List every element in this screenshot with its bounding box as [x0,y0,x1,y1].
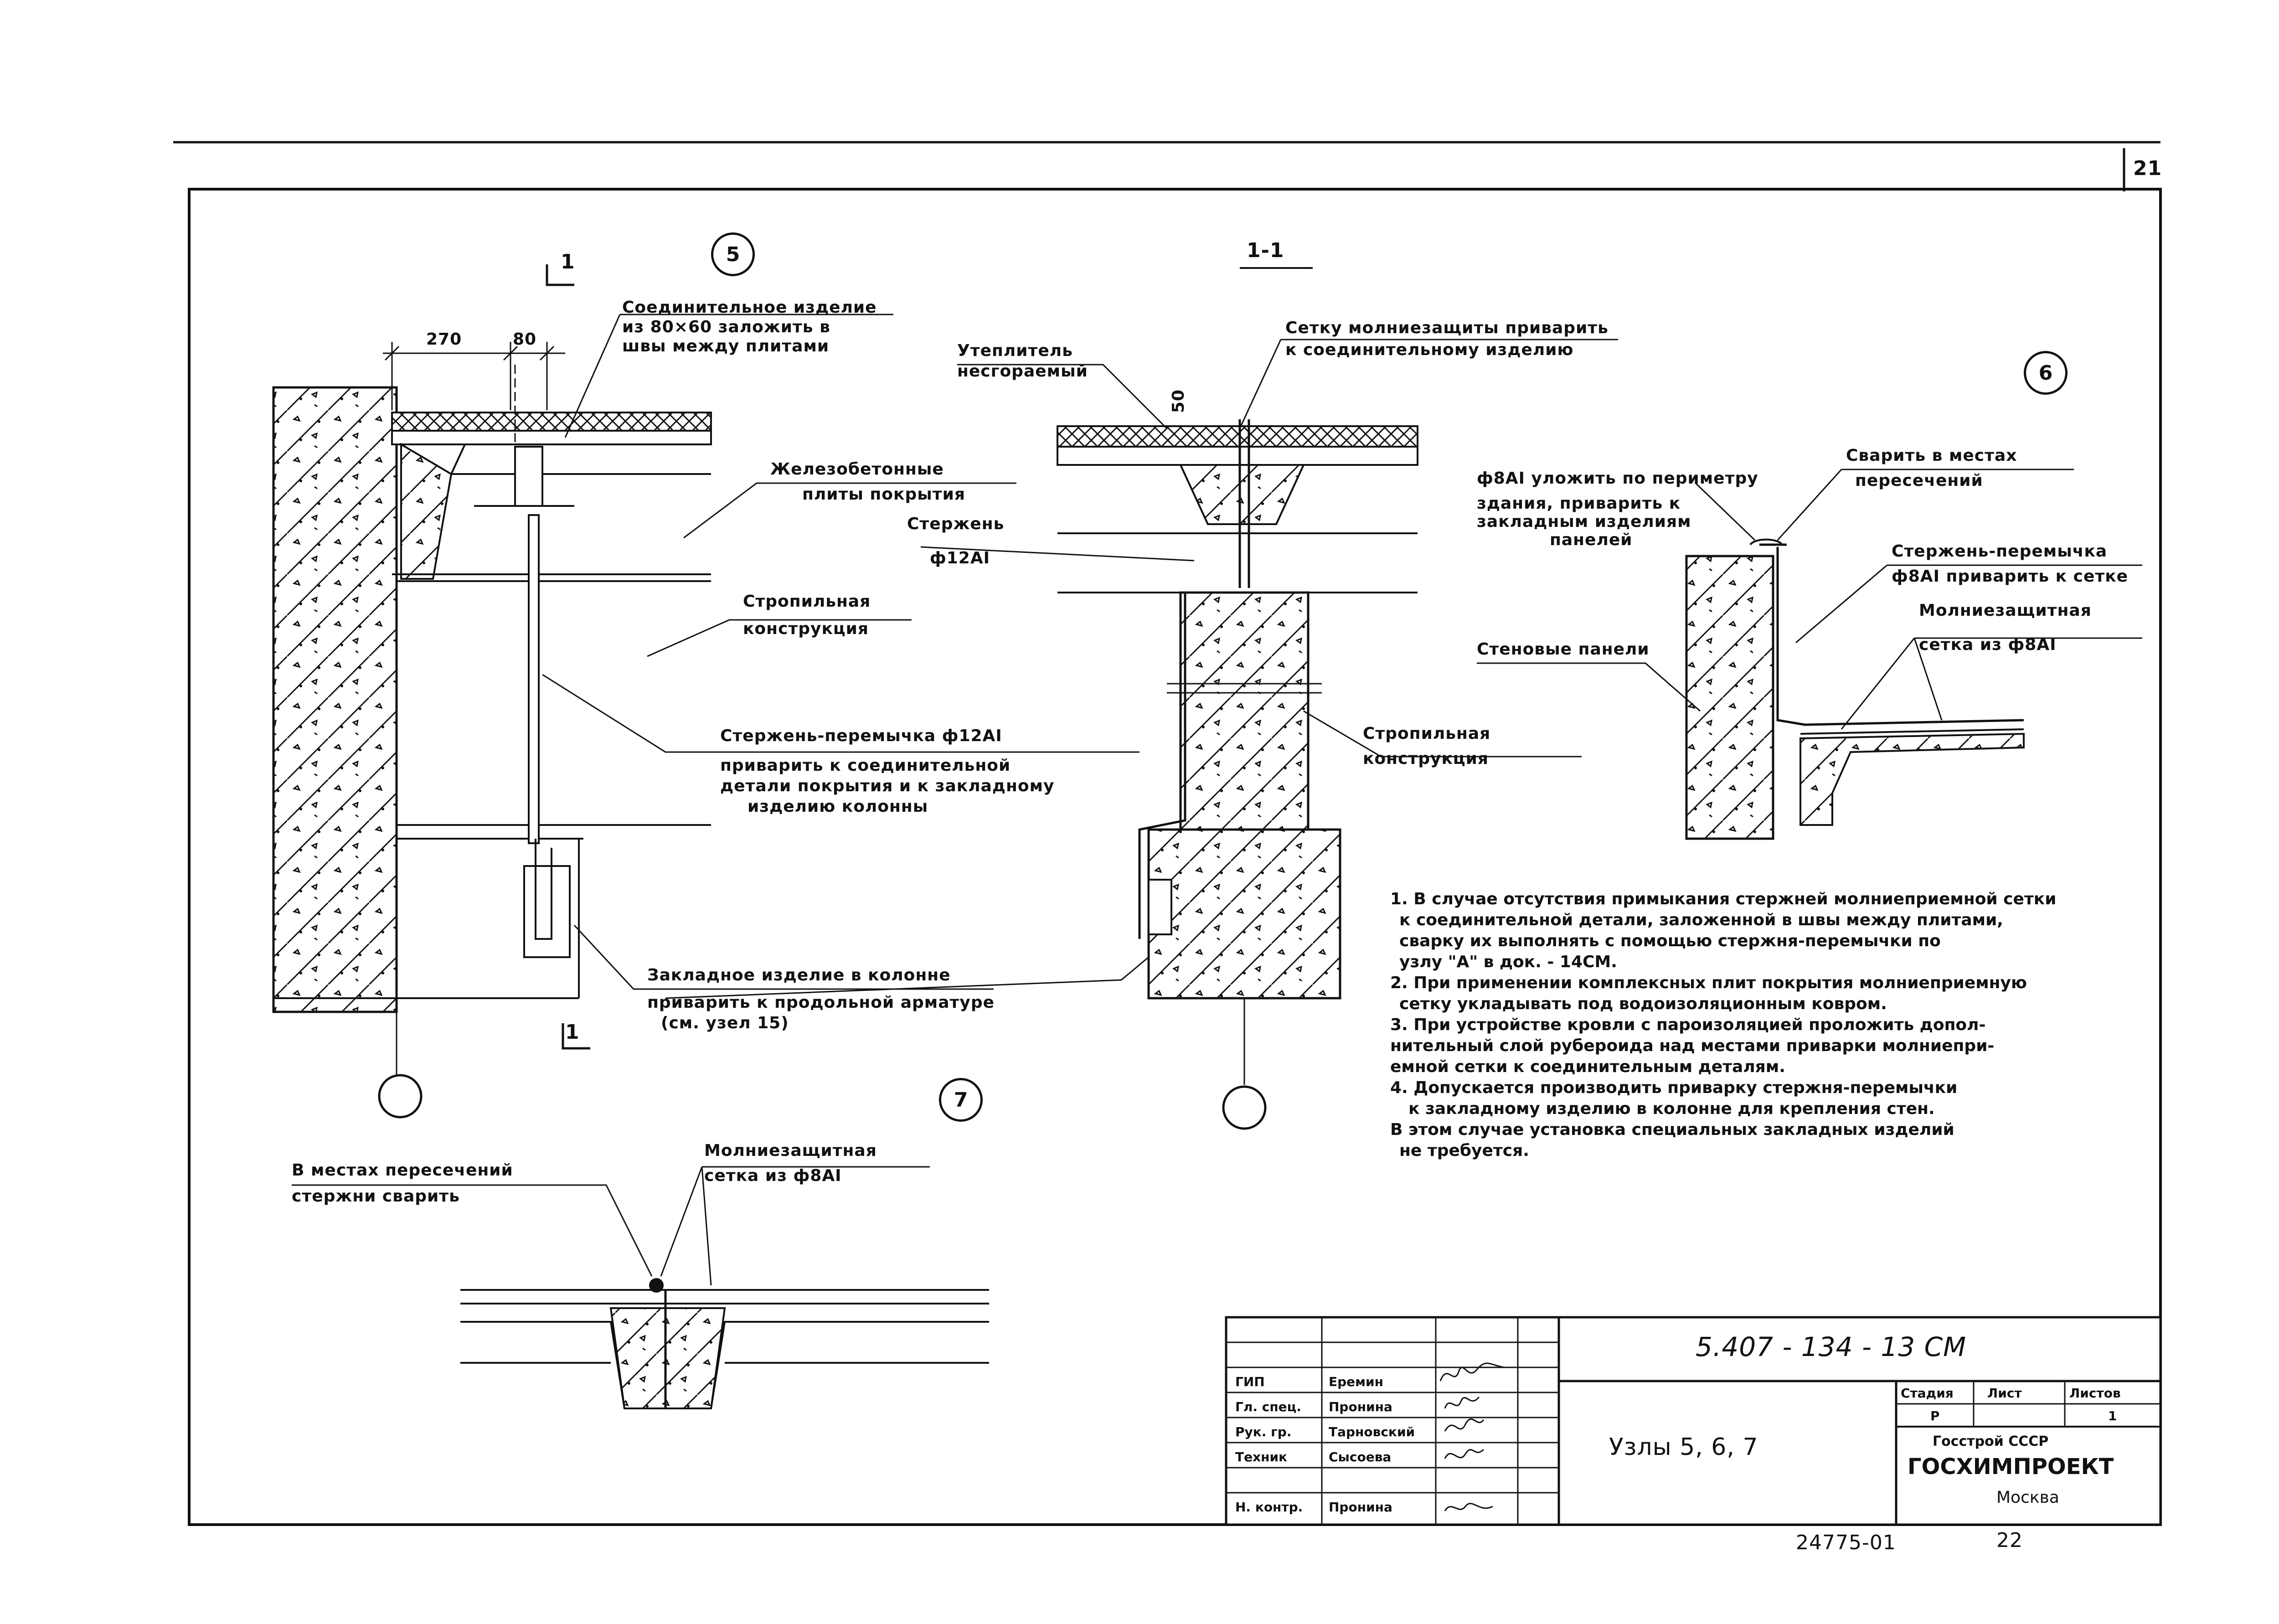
section11-title: 1-1 [1247,239,1284,262]
node5-connector-label-1: Соединительное изделие [622,298,877,317]
signature-2 [1444,1397,1480,1409]
note-line: сварку их выполнять с помощью стержня-пе… [1399,932,1941,950]
title-block [1225,1316,2162,1526]
stamp-org-1: Госстрой СССР [1933,1433,2049,1449]
note-line: 3. При устройстве кровли с пароизоляцией… [1390,1016,1986,1034]
node6-jumper-1: Стержень-перемычка [1892,542,2108,561]
stamp-name: Сысоева [1329,1449,1392,1464]
section11-rod-1: Стержень [907,515,1005,533]
bottom-code: 24775-01 [1796,1531,1896,1554]
node5-embed-label-3: (см. узел 15) [661,1014,789,1032]
node5-rod-label-1: Стержень-перемычка ф12АI [720,727,1002,745]
stamp-org-2: ГОСХИМПРОЕКТ [1908,1454,2114,1480]
stamp-name: Пронина [1329,1399,1392,1414]
stamp-doc-code: 5.407 - 134 - 13 СМ [1696,1331,1967,1362]
signature-4 [1444,1449,1485,1459]
node7-mesh-2: сетка из ф8АI [704,1166,842,1185]
general-notes: 1. В случае отсутствия примыкания стержн… [1390,889,2056,1161]
section11-insulation-1: Утеплитель [957,341,1073,360]
node5-slabs-label-2: плиты покрытия [802,485,965,504]
section11-rod-2: ф12АI [930,549,990,567]
node5-rafter-label-2: конструкция [743,619,869,638]
stamp-title: Узлы 5, 6, 7 [1609,1433,1758,1461]
node5-marker-text: 5 [726,242,740,266]
node5-connector-label-2: из 80×60 заложить в [622,318,830,336]
note-line: нительный слой рубероида над местами при… [1390,1036,1995,1055]
node6-mesh-2: сетка из ф8АI [1919,635,2057,654]
node5-section-mark-bottom: 1 [565,1021,580,1044]
node5-dim-left: 270 [426,330,462,349]
node6-perimeter-1: ф8АI уложить по периметру [1477,469,1758,488]
node7-marker-text: 7 [954,1088,968,1112]
stamp-org-3: Москва [1996,1488,2059,1507]
stamp-sheets-header: Листов [2069,1386,2121,1401]
stamp-role: Рук. гр. [1235,1424,1292,1439]
node7-marker: 7 [939,1078,983,1122]
stamp-role: Гл. спец. [1235,1399,1302,1414]
stamp-role: Н. контр. [1235,1500,1303,1515]
signature-5 [1444,1503,1493,1511]
note-line: 4. Допускается производить приварку стер… [1390,1078,1958,1097]
note-line: к закладному изделию в колонне для крепл… [1408,1099,1935,1118]
node6-perimeter-3: закладным изделиям [1477,512,1691,531]
stamp-role: ГИП [1235,1374,1265,1389]
node5-embed-label-1: Закладное изделие в колонне [647,966,951,985]
node5-rod-label-4: изделию колонны [748,797,928,816]
node5-geometry [272,264,1140,1119]
signature-1 [1439,1362,1505,1382]
section11-rafter-1: Стропильная [1363,724,1491,743]
note-line: сетку укладывать под водоизоляционным ко… [1399,995,1887,1013]
section11-rafter-2: конструкция [1363,749,1489,768]
node6-mesh-1: Молниезащитная [1919,601,2092,620]
section11-geometry [665,267,1618,1130]
note-line: к соединительной детали, заложенной в шв… [1399,911,2003,929]
stamp-stage-header: Стадия [1901,1386,1954,1401]
stamp-name: Пронина [1329,1500,1392,1515]
stamp-role: Техник [1235,1449,1288,1464]
node5-connector-label-3: швы между плитами [622,337,830,356]
section11-mesh-weld-1: Сетку молниезащиты приварить [1285,319,1609,337]
node6-marker: 6 [2024,351,2068,395]
page-number: 21 [2133,157,2162,180]
node5-rod-label-3: детали покрытия и к закладному [720,777,1055,795]
note-line: узлу "А" в док. - 14СМ. [1399,953,1617,971]
node5-dim-right: 80 [513,330,537,349]
note-line: В этом случае установка специальных закл… [1390,1120,1954,1139]
stamp-stage: Р [1930,1408,1940,1423]
node7-weld-2: стержни сварить [292,1187,460,1206]
bottom-sheet: 22 [1996,1529,2023,1552]
node6-geometry [1477,469,2142,840]
node7-mesh-1: Молниезащитная [704,1141,877,1160]
sheet-frame [173,141,2162,1526]
node5-marker: 5 [711,232,755,276]
node5-section-mark: 1 [561,250,575,273]
stamp-sheets: 1 [2108,1408,2117,1423]
node6-marker-text: 6 [2038,361,2053,385]
section11-insulation-2: несгораемый [957,362,1088,381]
node6-perimeter-4: панелей [1550,531,1633,549]
signature-3 [1444,1418,1485,1432]
node5-slabs-label-1: Железобетонные [770,460,944,479]
node5-rafter-label-1: Стропильная [743,592,871,611]
node6-weld-1: Сварить в местах [1846,446,2017,465]
stamp-name: Еремин [1329,1374,1384,1389]
section11-mesh-weld-2: к соединительному изделию [1285,340,1574,359]
stamp-name: Тарновский [1329,1424,1415,1439]
section11-dim-50: 50 [1169,389,1188,413]
node6-perimeter-2: здания, приварить к [1477,494,1681,513]
node7-geometry [292,1166,989,1409]
note-line: 1. В случае отсутствия примыкания стержн… [1390,890,2057,908]
node6-weld-2: пересечений [1855,471,1983,490]
node5-embed-label-2: приварить к продольной арматуре [647,993,995,1012]
node6-wall-panels: Стеновые панели [1477,640,1650,659]
note-line: емной сетки к соединительным деталям. [1390,1057,1785,1076]
stamp-sheet-header: Лист [1987,1386,2022,1401]
node7-weld-1: В местах пересечений [292,1161,513,1180]
note-line: не требуется. [1399,1141,1529,1160]
node6-jumper-2: ф8АI приварить к сетке [1892,567,2129,586]
node5-rod-label-2: приварить к соединительной [720,756,1011,775]
note-line: 2. При применении комплексных плит покры… [1390,974,2027,992]
